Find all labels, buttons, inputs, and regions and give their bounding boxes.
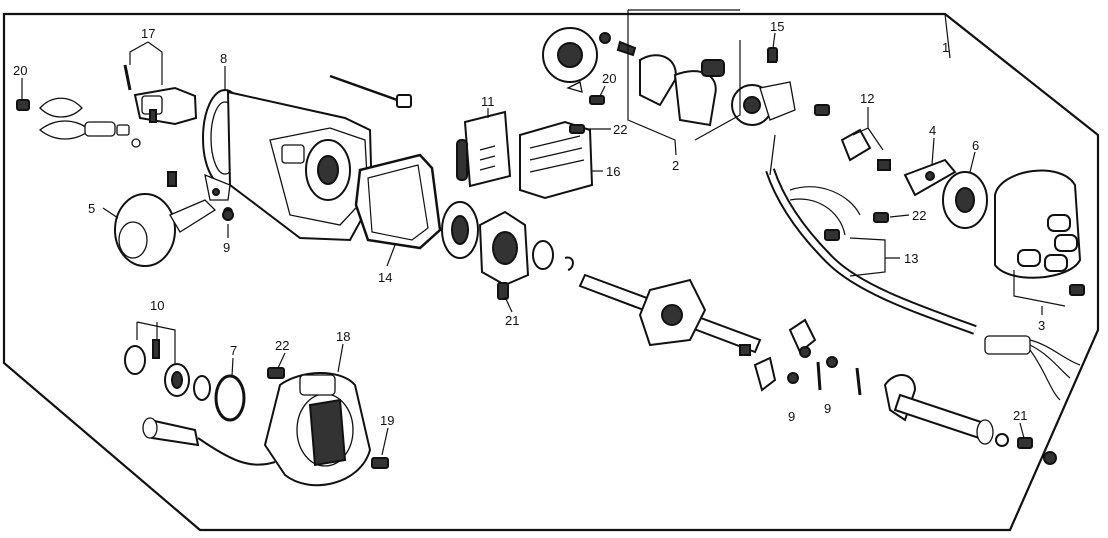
sensor-lead (142, 417, 276, 466)
washer (532, 240, 554, 270)
label-7: 7 (230, 343, 237, 358)
long-bolt (329, 74, 412, 108)
housing-gasket (354, 153, 442, 250)
nut-9-left (222, 209, 234, 221)
leader-lines (21, 9, 1066, 456)
small-bolt-b (569, 124, 585, 134)
vacuum-advance (114, 171, 233, 267)
pickup-coil (731, 49, 830, 126)
distributor-shaft (578, 273, 762, 356)
bolt-15 (767, 47, 778, 63)
label-13: 13 (904, 251, 918, 266)
label-2: 2 (672, 158, 679, 173)
lower-shaft (883, 374, 1057, 465)
label-20a: 20 (13, 63, 27, 78)
label-8: 8 (220, 51, 227, 66)
wire-harness (765, 134, 1081, 401)
callout-labels: 1 2 3 4 5 6 7 8 9 9 9 10 11 12 13 14 15 … (13, 19, 1045, 428)
cover-plate (456, 110, 512, 188)
cap-seal (942, 171, 988, 229)
label-22a: 22 (613, 122, 627, 137)
label-9b: 9 (788, 409, 795, 424)
label-20b: 20 (602, 71, 616, 86)
o-ring-set (124, 339, 211, 401)
clip-hardware (16, 97, 141, 148)
ignition-module (519, 120, 594, 200)
distributor-housing (202, 89, 374, 242)
small-bolt (589, 95, 605, 105)
governor-weights (753, 318, 862, 396)
o-ring-7 (214, 374, 246, 422)
label-9c: 9 (824, 401, 831, 416)
label-14: 14 (378, 270, 392, 285)
bolt-22-bottom (267, 367, 285, 379)
vacuum-cap (123, 64, 198, 126)
screw-left (566, 81, 583, 93)
label-21b: 21 (1013, 408, 1027, 423)
label-4: 4 (929, 123, 936, 138)
label-11: 11 (481, 94, 495, 109)
label-6: 6 (972, 138, 979, 153)
label-18: 18 (336, 329, 350, 344)
distributor-cap (994, 169, 1085, 296)
lower-housing (263, 372, 372, 487)
label-3: 3 (1038, 318, 1045, 333)
breaker-plate (542, 27, 725, 127)
bearing (441, 201, 479, 259)
label-15: 15 (770, 19, 784, 34)
label-5: 5 (88, 201, 95, 216)
label-22c: 22 (275, 338, 289, 353)
bolt-21-center (497, 282, 509, 300)
label-16: 16 (606, 164, 620, 179)
snap-ring (564, 256, 574, 271)
label-10: 10 (150, 298, 164, 313)
label-1: 1 (942, 40, 949, 55)
label-22b: 22 (912, 208, 926, 223)
label-21a: 21 (505, 313, 519, 328)
bolt-19 (371, 457, 389, 469)
label-17: 17 (141, 26, 155, 41)
diagram-frame (2, 12, 1100, 532)
label-9a: 9 (223, 240, 230, 255)
clip-12 (840, 128, 891, 171)
bearing-retainer (478, 210, 530, 287)
label-19: 19 (380, 413, 394, 428)
bolt-22-right (873, 212, 889, 223)
label-12: 12 (860, 91, 874, 106)
